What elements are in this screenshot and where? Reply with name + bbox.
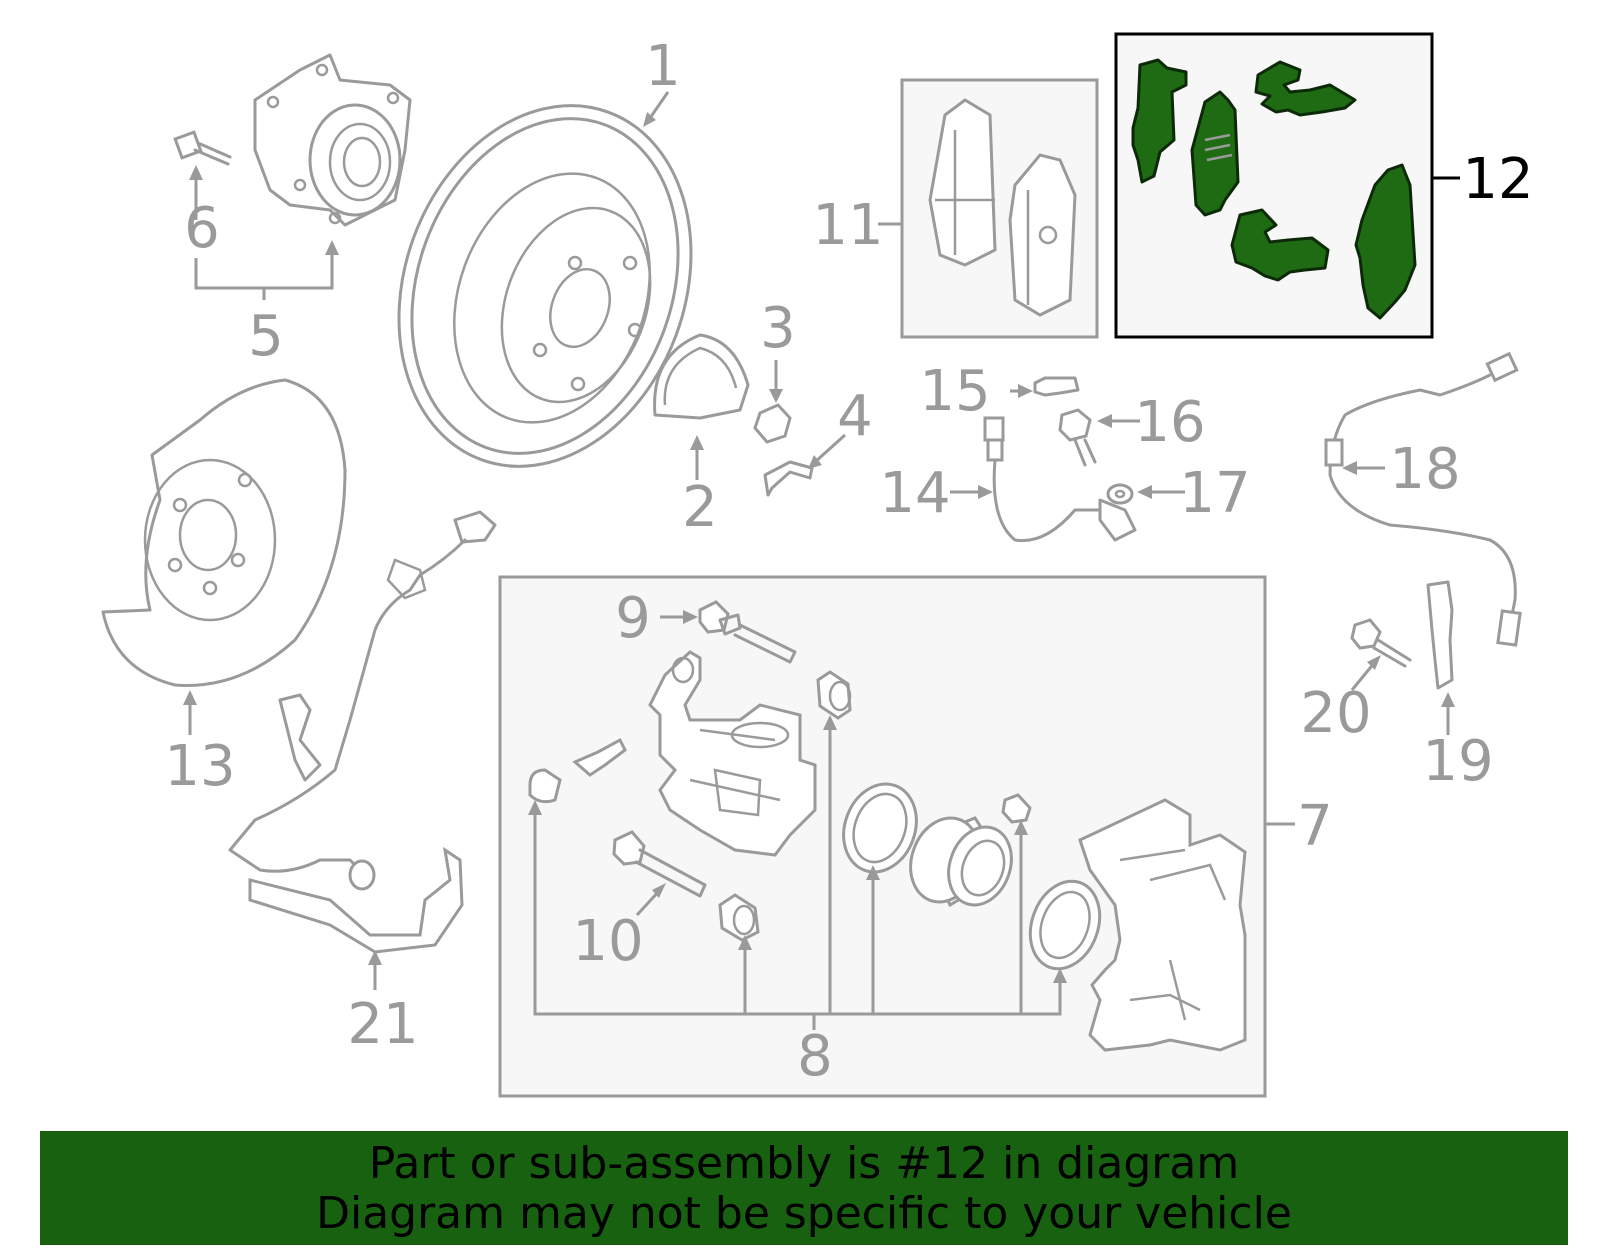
callout-15: 15: [919, 359, 990, 424]
callout-5: 5: [248, 304, 284, 369]
callout-10: 10: [572, 909, 643, 974]
part-21-abs-sensor: [228, 510, 497, 954]
banner-line-1: Part or sub-assembly is #12 in diagram: [368, 1138, 1240, 1189]
info-banner: Part or sub-assembly is #12 in diagram D…: [40, 1131, 1568, 1245]
part-8-bleeder: [528, 737, 627, 804]
part-4-spring-clip: [763, 460, 814, 497]
part-5-hub-assembly: [253, 53, 412, 227]
part-17-washer: [1106, 483, 1134, 505]
callout-19: 19: [1422, 729, 1493, 794]
part-1-brake-rotor: [397, 104, 693, 468]
callout-9: 9: [615, 586, 651, 651]
callout-7: 7: [1297, 794, 1333, 859]
callout-6: 6: [184, 196, 220, 261]
part-7-caliper: [648, 650, 817, 857]
callout-11: 11: [812, 193, 883, 258]
part-6-hub-bolt: [173, 130, 232, 166]
callout-1: 1: [645, 34, 681, 99]
part-8-piston: [909, 816, 1013, 908]
callout-14: 14: [879, 461, 950, 526]
callout-12: 12: [1462, 147, 1533, 212]
callout-20: 20: [1300, 681, 1371, 746]
part-7-caliper-bracket: [1078, 798, 1247, 1052]
part-8-boot-lower: [718, 893, 760, 942]
part-12-brake-pad-kit: [1131, 58, 1417, 320]
part-16-bolt: [1058, 408, 1097, 467]
part-10-guide-pin: [612, 830, 707, 898]
part-11-brake-pads: [928, 98, 1077, 317]
callout-16: 16: [1134, 390, 1205, 455]
part-18-wear-sensor: [1324, 351, 1522, 647]
part-14-brake-hose: [983, 416, 1137, 543]
part-9-guide-pin: [698, 600, 797, 664]
part-13-dust-shield: [101, 378, 347, 687]
part-8-boot-upper: [816, 670, 852, 720]
part-15-bracket-clip: [1033, 376, 1080, 397]
callout-13: 13: [164, 734, 235, 799]
callout-3: 3: [760, 296, 796, 361]
callout-2: 2: [682, 475, 718, 540]
part-2-clip: [653, 333, 750, 420]
part-19-bracket: [1426, 580, 1454, 690]
callout-4: 4: [837, 384, 873, 449]
callout-18: 18: [1389, 437, 1460, 502]
part-8-dust-seal: [1028, 879, 1102, 971]
part-8-piston-seal: [842, 782, 918, 874]
callout-21: 21: [347, 992, 418, 1057]
part-20-bolt: [1350, 618, 1412, 668]
part-3-nut: [753, 403, 792, 444]
callout-17: 17: [1179, 461, 1250, 526]
part-8-small-bushing: [1001, 793, 1032, 824]
banner-line-2: Diagram may not be specific to your vehi…: [316, 1188, 1292, 1239]
callout-8: 8: [797, 1024, 833, 1089]
